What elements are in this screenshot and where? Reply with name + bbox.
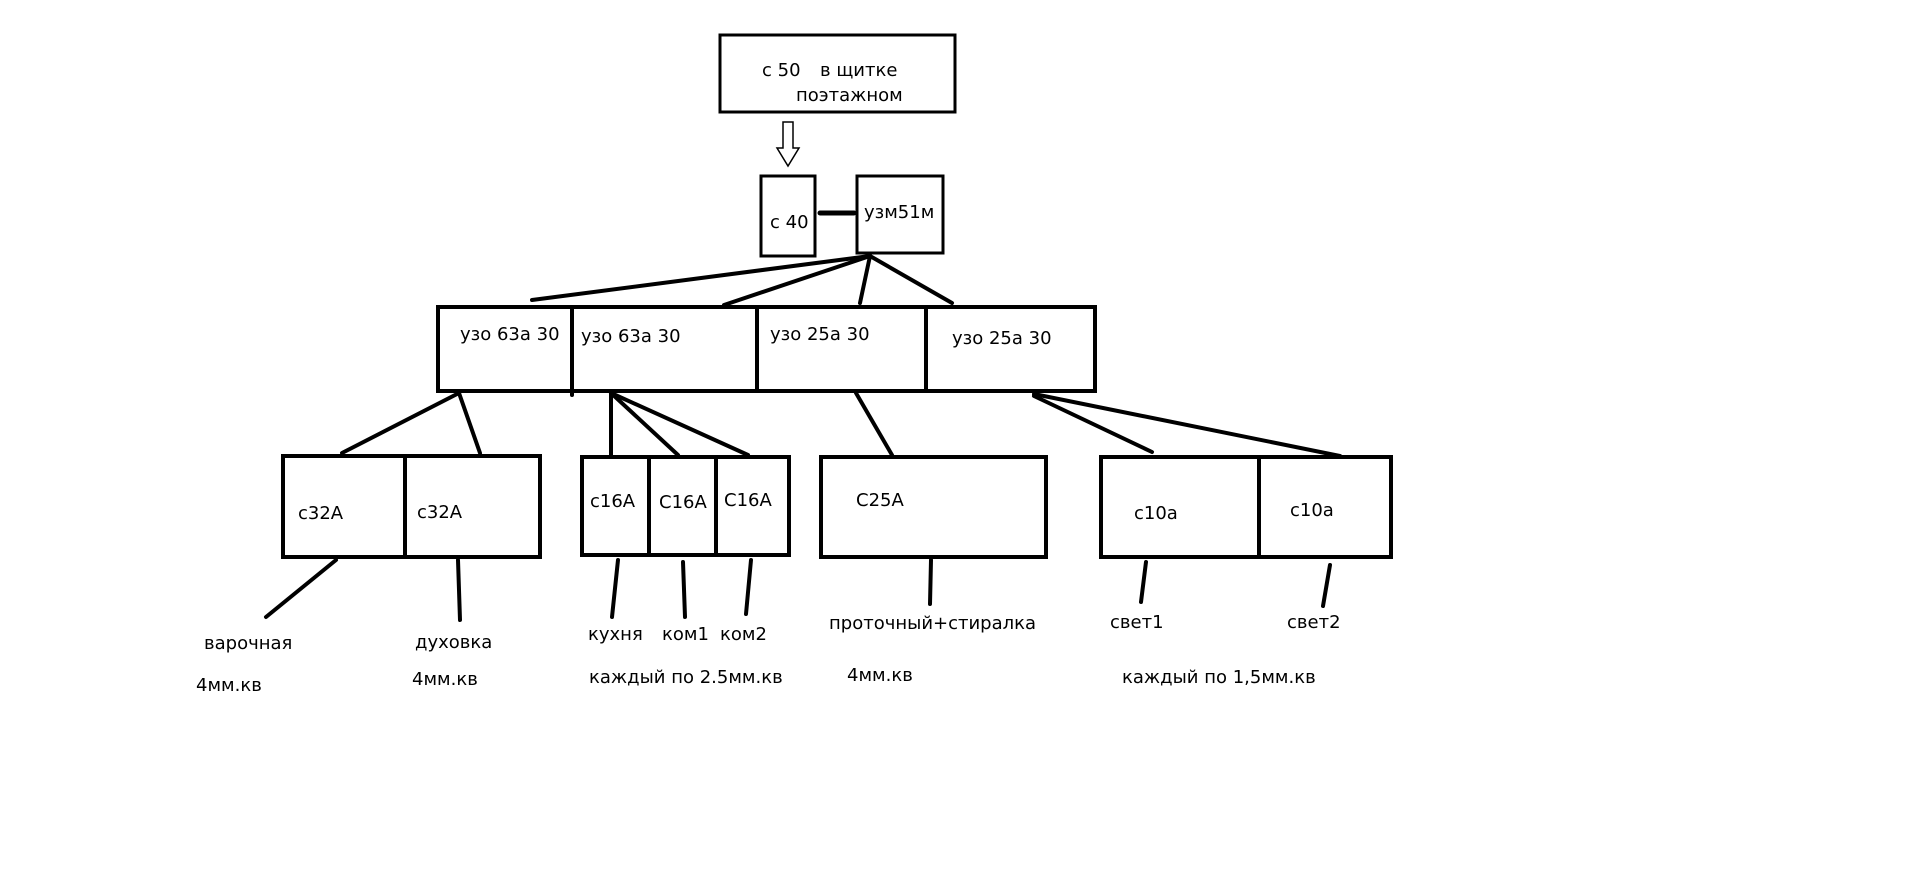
branch-line xyxy=(457,391,482,455)
supply-breaker-label: с 50 xyxy=(762,60,801,81)
protection-device-label: узм51м xyxy=(864,202,935,223)
top-box xyxy=(718,33,957,114)
breaker-label: С16А xyxy=(659,492,707,513)
load-label: проточный+стиралка xyxy=(829,613,1037,634)
load-label: свет2 xyxy=(1287,612,1341,633)
load-label: кухня xyxy=(588,624,643,645)
main-breaker-label: с 40 xyxy=(770,212,809,233)
breaker-label: С16А xyxy=(724,490,772,511)
breaker-label: С25А xyxy=(856,490,904,511)
branch-line xyxy=(340,391,461,455)
branch-line xyxy=(854,391,894,457)
output-line xyxy=(264,558,338,619)
breaker-group-3 xyxy=(819,455,1048,559)
branch-line xyxy=(609,391,680,457)
feed-line xyxy=(858,254,872,305)
main-breaker-box xyxy=(759,174,817,258)
feed-line xyxy=(868,254,954,305)
cable-note: 4мм.кв xyxy=(412,669,478,690)
output-line xyxy=(610,558,620,619)
cable-note: каждый по 2.5мм.кв xyxy=(589,667,783,688)
location-label: поэтажном xyxy=(796,85,903,106)
branch-line xyxy=(609,391,750,457)
output-line xyxy=(744,558,753,616)
breaker-label: с10а xyxy=(1290,500,1334,521)
cable-note: 4мм.кв xyxy=(847,665,913,686)
load-label: ком2 xyxy=(720,624,767,645)
breaker-group-2 xyxy=(580,455,791,557)
breaker-group-1 xyxy=(281,454,542,559)
breaker-label: с16А xyxy=(590,491,636,512)
cable-note: 4мм.кв xyxy=(196,675,262,696)
load-label: свет1 xyxy=(1110,612,1164,633)
cable-note: каждый по 1,5мм.кв xyxy=(1122,667,1316,688)
rcd-label: узо 25а 30 xyxy=(952,328,1052,349)
output-line xyxy=(456,558,462,622)
branch-line xyxy=(1032,394,1154,454)
feed-line xyxy=(722,254,872,307)
load-label: варочная xyxy=(204,633,293,654)
location-label: в щитке xyxy=(820,60,898,81)
breaker-group-4 xyxy=(1099,455,1393,559)
output-line xyxy=(681,560,687,619)
rcd-row-box xyxy=(436,305,1097,393)
output-line xyxy=(1321,563,1332,608)
rcd-label: узо 25а 30 xyxy=(770,324,870,345)
output-line xyxy=(928,558,933,606)
breaker-label: с10а xyxy=(1134,503,1178,524)
breaker-label: с32А xyxy=(298,503,344,524)
rcd-label: узо 63а 30 xyxy=(460,324,560,345)
breaker-label: с32А xyxy=(417,502,463,523)
load-label: ком1 xyxy=(662,624,709,645)
output-line xyxy=(1139,560,1148,604)
feed-line xyxy=(530,254,872,302)
rcd-label: узо 63а 30 xyxy=(581,326,681,347)
down-arrow-icon xyxy=(775,121,801,168)
branch-line xyxy=(1032,392,1342,458)
protection-device-box xyxy=(855,174,945,255)
load-label: духовка xyxy=(415,632,493,653)
